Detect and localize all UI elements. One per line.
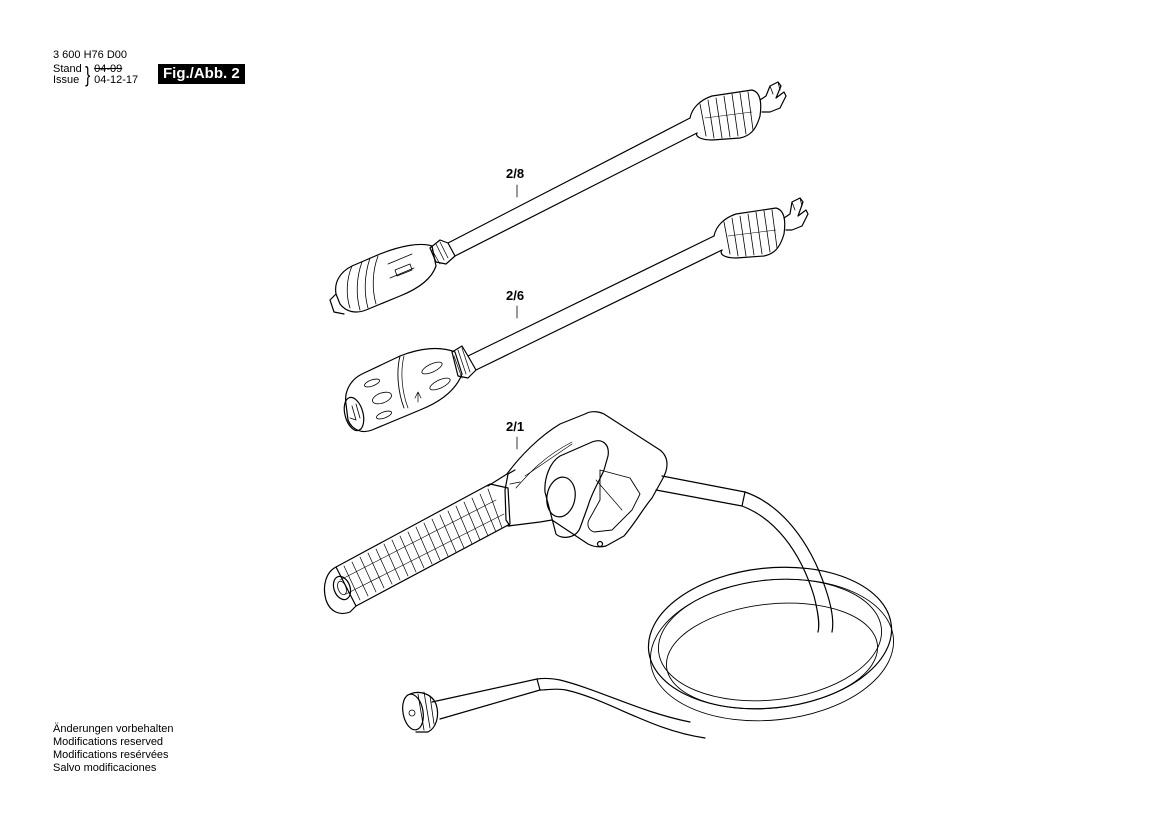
notice-line-fr: Modifications resérvées	[53, 749, 169, 761]
notice-line-en: Modifications reserved	[53, 736, 164, 748]
revision-block: Stand Issue } 04-09 04-12-17	[53, 64, 138, 86]
modifications-notice: Änderungen vorbehalten Modifications res…	[53, 723, 173, 775]
lance-2-6-drawing	[343, 197, 809, 433]
part-code: 3 600 H76 D00	[53, 49, 127, 61]
callout-2-8: 2/8	[506, 166, 525, 181]
stand-label: Stand	[53, 63, 82, 75]
notice-line-de: Änderungen vorbehalten	[53, 723, 174, 735]
callout-2-6: 2/6	[506, 288, 525, 303]
stand-date: 04-09	[94, 63, 123, 75]
notice-line-es: Salvo modificaciones	[53, 762, 157, 774]
lance-2-8-drawing	[329, 81, 787, 315]
callout-2-1: 2/1	[506, 419, 525, 434]
spray-gun-2-1-drawing	[323, 411, 895, 739]
figure-label: Fig./Abb. 2	[158, 64, 245, 84]
document-header: 3 600 H76 D00 Stand Issue } 04-09 04-12-…	[53, 50, 138, 86]
issue-label: Issue	[53, 74, 80, 86]
brace-icon: }	[84, 62, 91, 87]
issue-date: 04-12-17	[94, 74, 139, 86]
